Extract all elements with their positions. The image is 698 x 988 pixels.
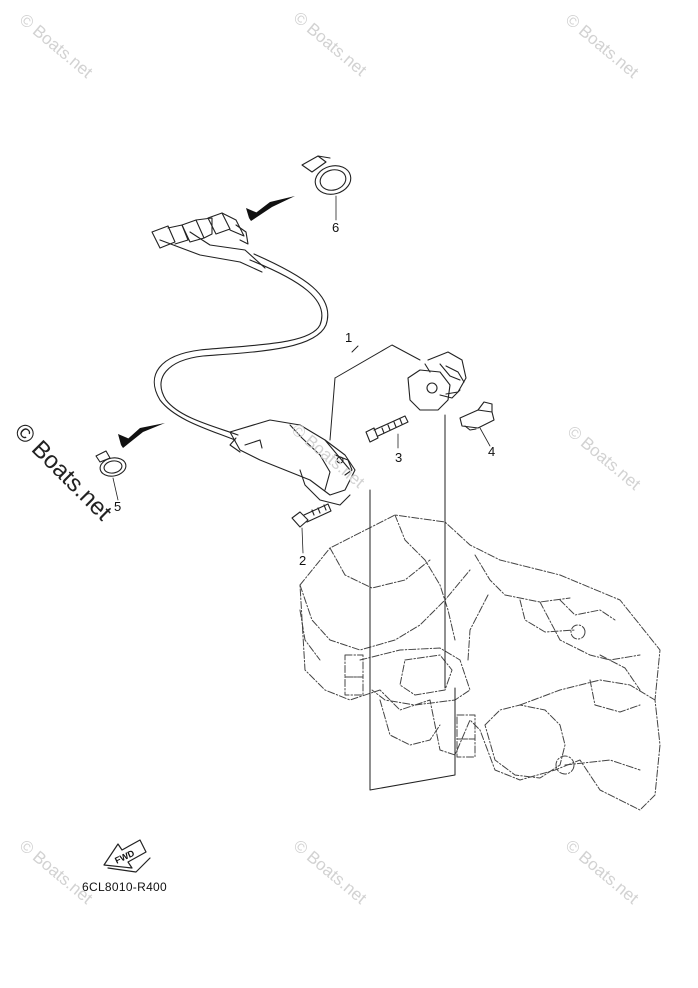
band-clamp-5	[95, 450, 127, 477]
sensor-lever	[407, 351, 467, 411]
callout-6: 6	[332, 220, 340, 235]
callout-2: 2	[299, 553, 307, 568]
diagram-code: 6CL8010-R400	[82, 880, 167, 894]
bolt-2	[291, 503, 332, 528]
assembly-lines	[329, 344, 456, 791]
harness-connectors	[151, 212, 249, 249]
housing-outline	[299, 514, 661, 811]
callout-3: 3	[395, 450, 403, 465]
callout-5: 5	[114, 499, 122, 514]
callout-4: 4	[488, 444, 496, 459]
bolt-3	[365, 415, 409, 443]
fwd-arrow-icon	[103, 839, 151, 873]
sensor-body	[229, 419, 356, 506]
wire-harness	[153, 231, 329, 441]
callout-1: 1	[345, 330, 353, 345]
fwd-label: FWD	[113, 848, 136, 866]
callout-leaders	[112, 195, 491, 554]
direction-arrows	[118, 196, 295, 448]
band-clamp-6	[301, 155, 352, 195]
clip-4	[459, 401, 495, 431]
